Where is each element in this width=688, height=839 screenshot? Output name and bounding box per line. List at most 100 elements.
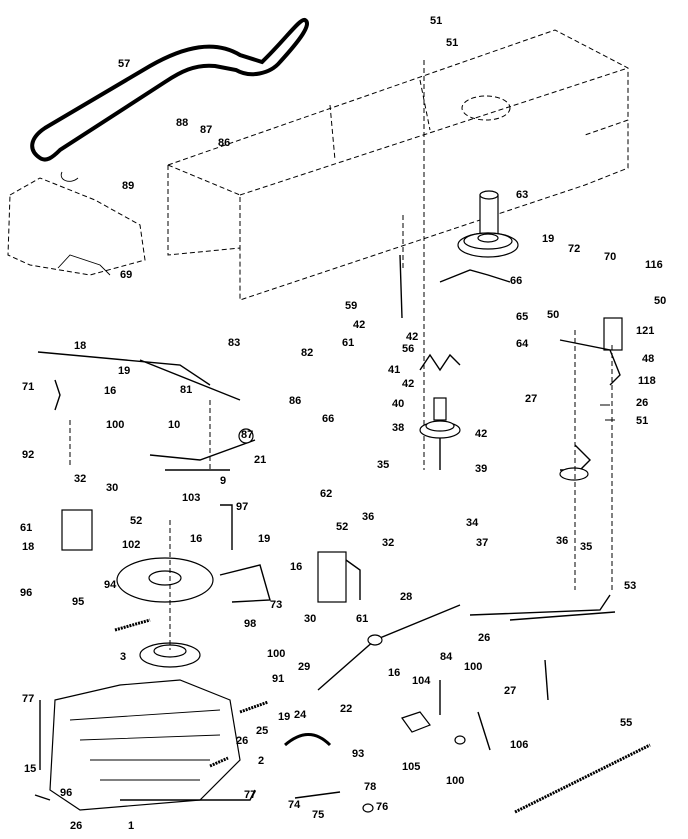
callout-label: 84: [440, 651, 453, 663]
callout-label: 89: [122, 180, 134, 192]
callout-label: 59: [345, 300, 357, 312]
callout-label: 77: [244, 789, 256, 801]
callout-label: 82: [301, 347, 313, 359]
frame-dashed-outline: [7, 29, 629, 301]
callout-label: 36: [362, 511, 374, 523]
callout-label: 102: [122, 539, 140, 551]
callout-label: 64: [516, 338, 529, 350]
callout-label: 98: [244, 618, 256, 630]
callout-label: 93: [352, 748, 364, 760]
callout-label: 65: [516, 311, 528, 323]
callout-label: 72: [568, 243, 580, 255]
callout-label: 35: [377, 459, 389, 471]
callout-label: 100: [464, 661, 482, 673]
callout-label: 16: [190, 533, 202, 545]
callout-label: 29: [298, 661, 310, 673]
callout-label: 76: [376, 801, 388, 813]
callout-label: 32: [382, 537, 394, 549]
callout-label: 100: [106, 419, 124, 431]
callout-label: 88: [176, 117, 188, 129]
callout-label: 106: [510, 739, 528, 751]
callout-label: 19: [542, 233, 554, 245]
callout-label: 19: [258, 533, 270, 545]
callout-label: 57: [118, 58, 130, 70]
callout-label: 27: [504, 685, 516, 697]
callout-label: 36: [556, 535, 568, 547]
callout-label: 19: [118, 365, 130, 377]
callout-label: 30: [106, 482, 118, 494]
callout-label: 9: [220, 475, 226, 487]
callout-label: 81: [180, 384, 192, 396]
callout-label: 25: [256, 725, 268, 737]
callout-label: 61: [20, 522, 32, 534]
callout-label: 22: [340, 703, 352, 715]
callout-label: 116: [645, 259, 663, 271]
callout-label: 50: [654, 295, 666, 307]
callout-label: 94: [104, 579, 117, 591]
callout-label: 51: [446, 37, 458, 49]
springs: [114, 604, 651, 814]
callout-label: 26: [636, 397, 648, 409]
callout-label: 42: [353, 319, 365, 331]
drive-pulley-assembly: [399, 60, 519, 470]
transaxle: [34, 679, 256, 811]
callout-label: 21: [254, 454, 266, 466]
callout-label: 48: [642, 353, 654, 365]
callout-label: 52: [336, 521, 348, 533]
callout-label: 15: [24, 763, 36, 775]
callout-label: 42: [475, 428, 487, 440]
callout-label: 55: [620, 717, 632, 729]
callout-label: 16: [388, 667, 400, 679]
left-linkage: [37, 351, 256, 550]
callout-label: 1: [128, 820, 134, 832]
callout-label: 38: [392, 422, 404, 434]
callout-label: 100: [446, 775, 464, 787]
callout-label: 86: [218, 137, 230, 149]
callout-label: 96: [20, 587, 32, 599]
callout-label: 2: [258, 755, 264, 767]
callout-label: 52: [130, 515, 142, 527]
callout-label: 19: [278, 711, 290, 723]
callout-label: 56: [402, 343, 414, 355]
callout-label: 35: [580, 541, 592, 553]
callout-label: 92: [22, 449, 34, 461]
callout-label: 103: [182, 492, 200, 504]
callout-label: 74: [288, 799, 301, 811]
callout-label: 61: [356, 613, 368, 625]
callout-label: 95: [72, 596, 84, 608]
pulley-fan: [116, 520, 214, 668]
callout-label: 104: [412, 675, 431, 687]
callout-label: 51: [636, 415, 648, 427]
callout-label: 62: [320, 488, 332, 500]
callout-label: 16: [290, 561, 302, 573]
callout-label: 83: [228, 337, 240, 349]
callout-label: 30: [304, 613, 316, 625]
callout-label: 121: [636, 325, 654, 337]
callout-label: 10: [168, 419, 180, 431]
callout-label: 100: [267, 648, 285, 660]
callout-label: 61: [342, 337, 354, 349]
callout-label: 27: [525, 393, 537, 405]
callout-label: 91: [272, 673, 284, 685]
callout-label: 18: [22, 541, 34, 553]
brackets: [61, 509, 361, 603]
callout-label: 78: [364, 781, 376, 793]
callout-label: 3: [120, 651, 126, 663]
callout-label: 51: [430, 15, 442, 27]
callout-label: 63: [516, 189, 528, 201]
callout-label: 28: [400, 591, 412, 603]
callout-label: 70: [604, 251, 616, 263]
callout-label: 53: [624, 580, 636, 592]
callout-label: 16: [104, 385, 116, 397]
callout-label: 75: [312, 809, 324, 821]
callout-label: 26: [478, 632, 490, 644]
callout-label: 77: [22, 693, 34, 705]
callout-label: 32: [74, 473, 86, 485]
callout-label: 87: [200, 124, 212, 136]
callout-label: 37: [476, 537, 488, 549]
callout-label: 26: [236, 735, 248, 747]
callout-label: 66: [510, 275, 522, 287]
callout-label: 69: [120, 269, 132, 281]
